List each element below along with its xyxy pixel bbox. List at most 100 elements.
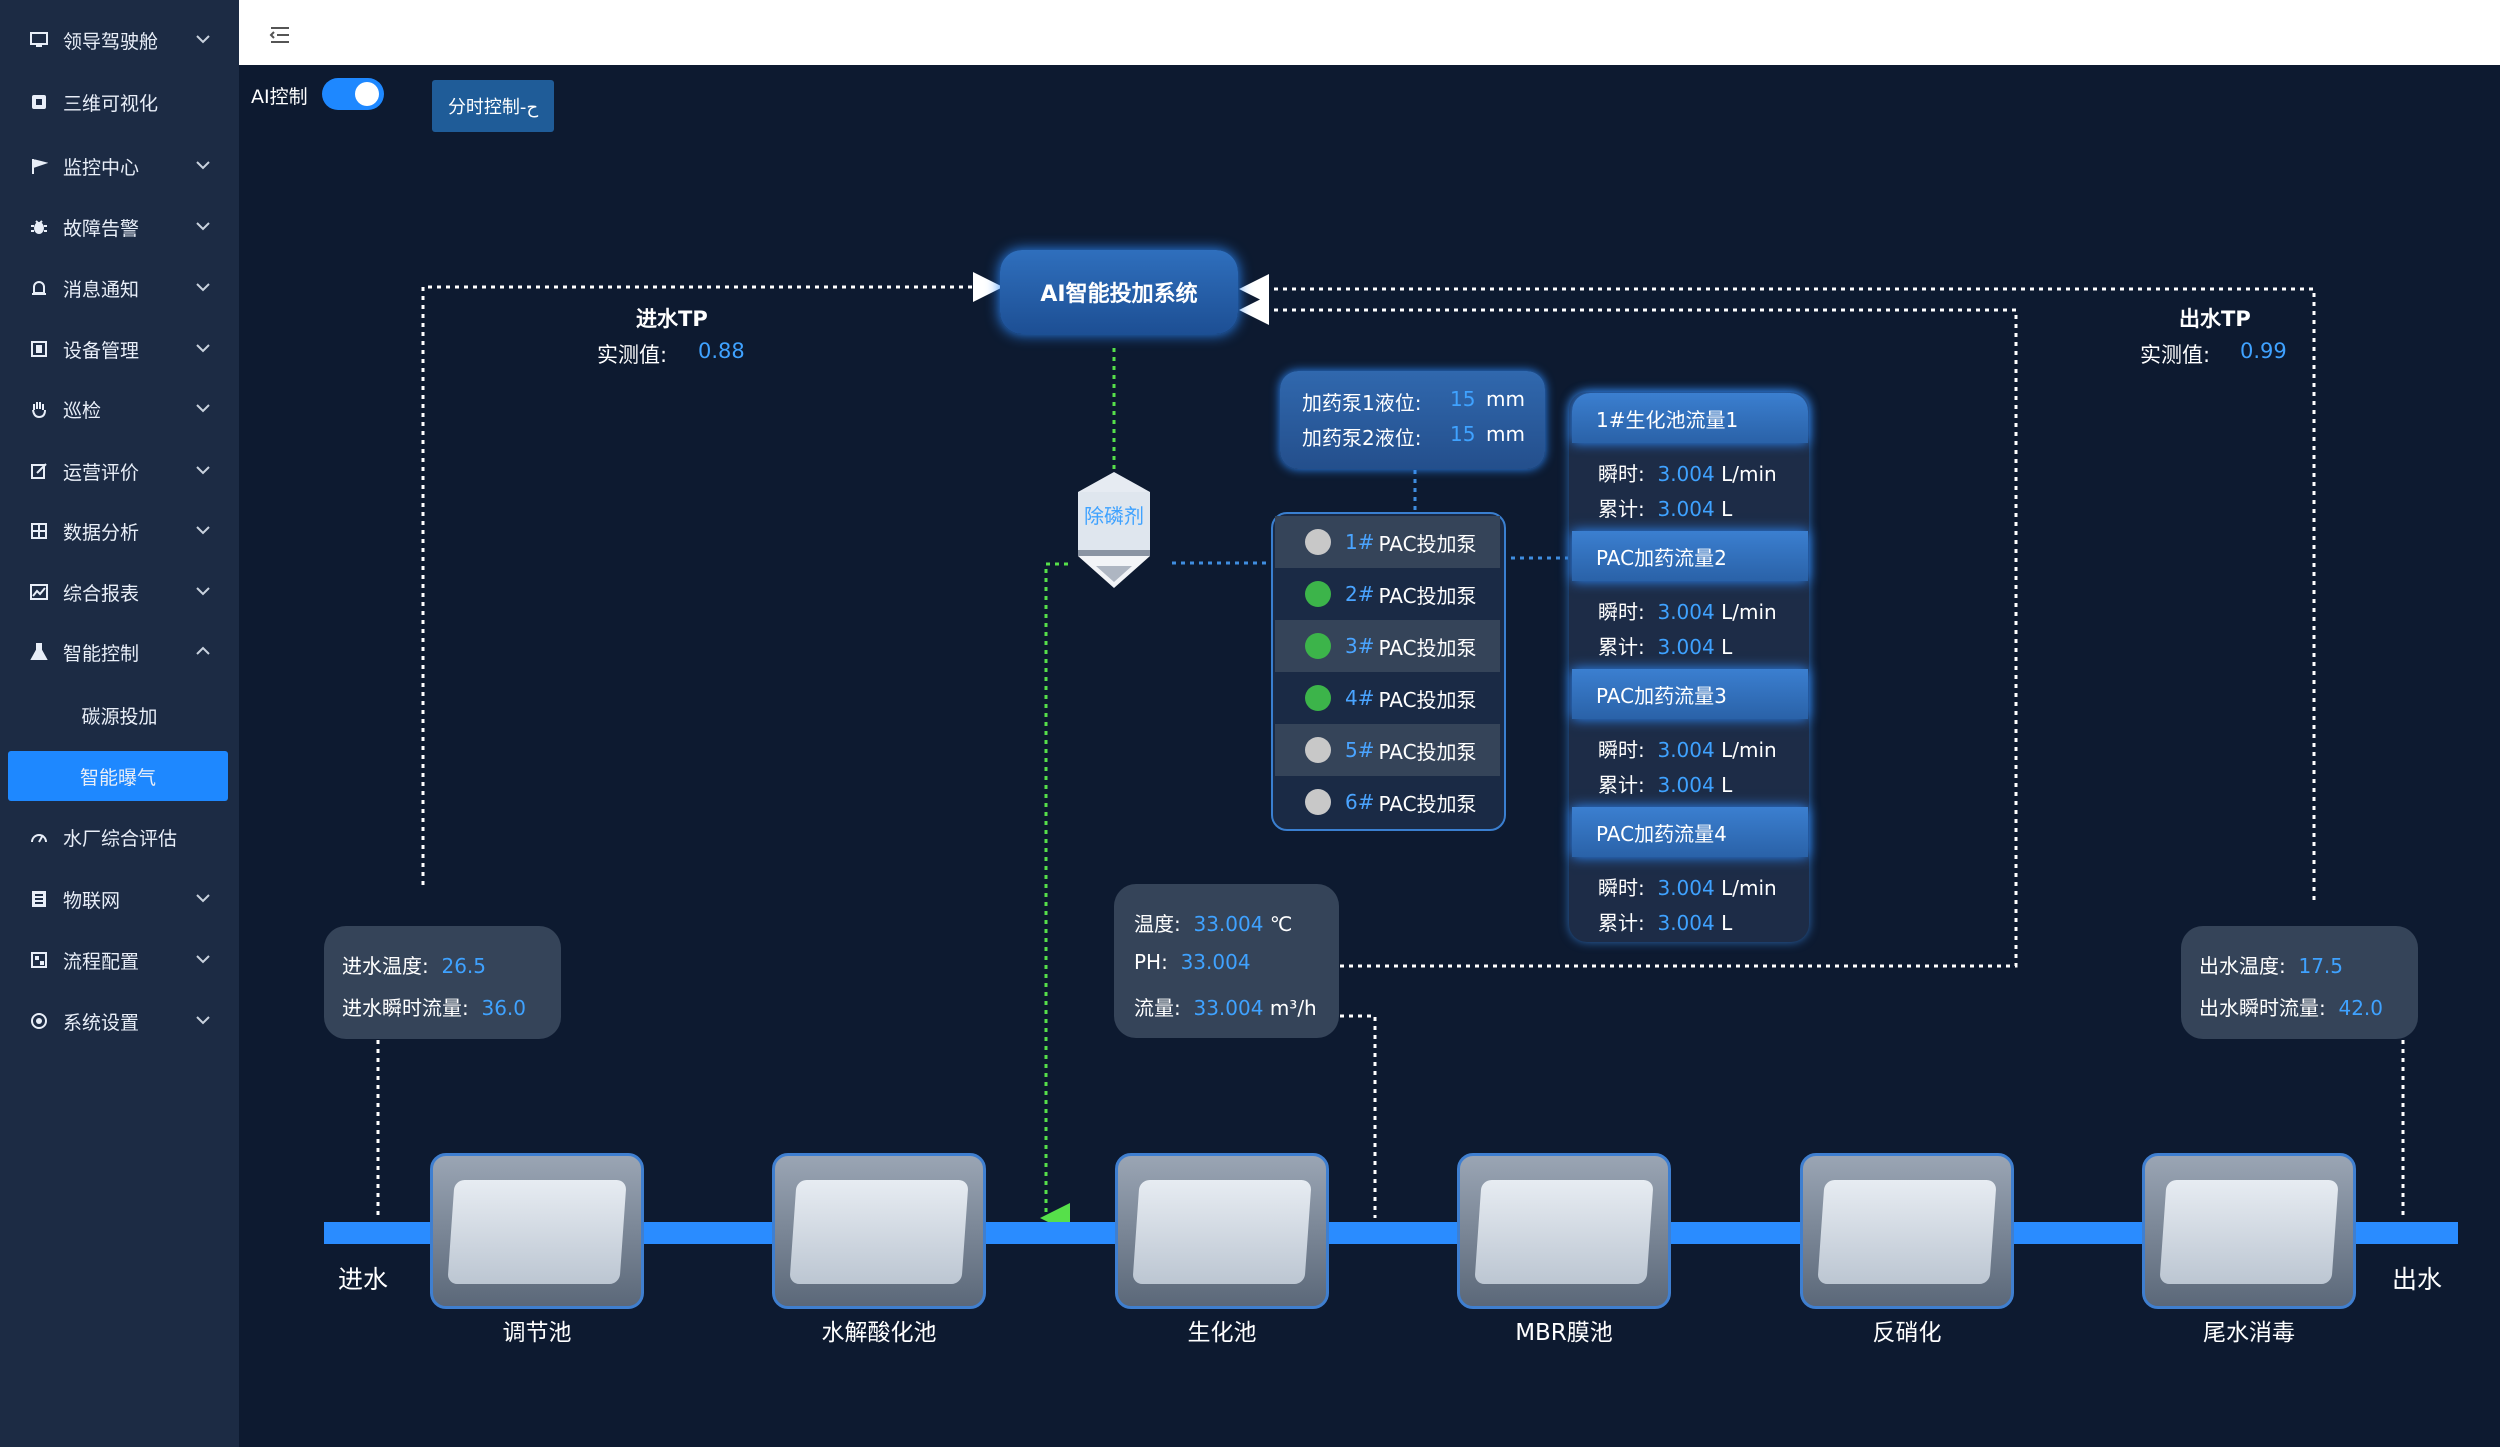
status-dot (1305, 529, 1331, 555)
flow-2-inst: 瞬时: 3.004 L/min (1598, 600, 1777, 624)
process-label-1: 调节池 (502, 1320, 572, 1346)
bio-ph: PH: 33.004 (1134, 950, 1251, 974)
status-dot (1305, 737, 1331, 763)
bio-params-card: 温度: 33.004 ℃ PH: 33.004 流量: 33.004 m³/h (1114, 884, 1339, 1038)
sidebar-item-label: 综合报表 (63, 582, 140, 605)
menu-fold-icon[interactable] (269, 26, 291, 44)
ai-control-toggle[interactable] (322, 78, 384, 110)
facility-image (447, 1180, 627, 1284)
sidebar-item-3d[interactable]: 三维可视化 (0, 77, 239, 127)
pump-label: PAC投加泵 (1378, 531, 1477, 556)
chevron-down-icon (196, 344, 210, 353)
facility-image (1474, 1180, 1654, 1284)
flow-header-1: 1#生化池流量1 (1572, 393, 1808, 443)
sidebar-item-label: 监控中心 (63, 156, 140, 179)
process-label-5: 反硝化 (1872, 1320, 1942, 1346)
status-dot (1305, 633, 1331, 659)
pump-label: PAC投加泵 (1378, 687, 1477, 712)
process-unit-4[interactable] (1457, 1153, 1671, 1309)
flow-title: PAC加药流量3 (1596, 683, 1727, 708)
flow-4-inst: 瞬时: 3.004 L/min (1598, 876, 1777, 900)
process-unit-1[interactable] (430, 1153, 644, 1309)
chevron-down-icon (196, 404, 210, 413)
sidebar-item-cockpit[interactable]: 领导驾驶舱 (0, 15, 239, 65)
sidebar-subitem-carbon[interactable]: 碳源投加 (81, 705, 158, 728)
pump-label: PAC投加泵 (1378, 635, 1477, 660)
dephosphorization-tank[interactable]: 除磷剂 (1074, 470, 1154, 588)
pump-number: 6# (1345, 790, 1375, 814)
flow-header-3: PAC加药流量3 (1572, 669, 1808, 719)
sidebar-item-smart-control[interactable]: 智能控制 (0, 627, 239, 677)
inlet-temp: 进水温度: 26.5 (342, 954, 486, 978)
sidebar-item-alarm[interactable]: 故障告警 (0, 202, 239, 252)
process-unit-6[interactable] (2142, 1153, 2356, 1309)
sidebar-item-assessment[interactable]: 水厂综合评估 (0, 812, 239, 862)
facility-image (1132, 1180, 1312, 1284)
bug-icon (29, 217, 49, 237)
process-label-2: 水解酸化池 (821, 1320, 937, 1346)
chevron-up-icon (196, 646, 210, 655)
sidebar-item-monitor[interactable]: 监控中心 (0, 141, 239, 191)
pac-pump-5[interactable]: 5#PAC投加泵 (1275, 724, 1500, 776)
sidebar-item-label: 物联网 (63, 889, 121, 912)
sidebar-item-label: 水厂综合评估 (63, 827, 178, 850)
toggle-knob (355, 82, 379, 106)
outlet-flow: 出水瞬时流量: 42.0 (2199, 996, 2383, 1020)
inlet-tp-label: 实测值: (597, 343, 668, 367)
pump2-level-label: 加药泵2液位: (1302, 426, 1422, 450)
chevron-down-icon (196, 222, 210, 231)
chevron-down-icon (196, 1016, 210, 1025)
sidebar-item-inspection[interactable]: 巡检 (0, 384, 239, 434)
cube-icon (29, 92, 49, 112)
process-label-3: 生化池 (1187, 1320, 1257, 1346)
outlet-temp: 出水温度: 17.5 (2199, 954, 2343, 978)
pac-pump-6[interactable]: 6#PAC投加泵 (1275, 776, 1500, 828)
sidebar-item-device[interactable]: 设备管理 (0, 324, 239, 374)
facility-image (789, 1180, 969, 1284)
ai-control-label: AI控制 (251, 86, 308, 108)
flow-title: PAC加药流量4 (1596, 821, 1727, 846)
list-icon (29, 889, 49, 909)
sidebar-item-settings[interactable]: 系统设置 (0, 996, 239, 1046)
outlet-tp-value: 0.99 (2240, 339, 2287, 363)
top-bar (239, 0, 2500, 65)
pump-label: PAC投加泵 (1378, 739, 1477, 764)
sidebar-item-evaluation[interactable]: 运营评价 (0, 446, 239, 496)
sidebar-item-label: 三维可视化 (63, 92, 159, 115)
facility-image (2159, 1180, 2339, 1284)
sidebar-item-notice[interactable]: 消息通知 (0, 263, 239, 313)
process-label-6: 尾水消毒 (2203, 1320, 2295, 1346)
bio-flow: 流量: 33.004 m³/h (1134, 996, 1317, 1020)
sidebar-item-label: 领导驾驶舱 (63, 30, 159, 53)
chart-icon (29, 582, 49, 602)
chevron-down-icon (196, 587, 210, 596)
process-label-4: MBR膜池 (1515, 1320, 1613, 1346)
sidebar-item-report[interactable]: 综合报表 (0, 567, 239, 617)
sidebar-item-label: 故障告警 (63, 217, 140, 240)
process-unit-5[interactable] (1800, 1153, 2014, 1309)
outlet-tp-title: 出水TP (2179, 307, 2251, 331)
time-control-button[interactable]: 分时控制-ح (432, 80, 554, 132)
sidebar-item-flow-config[interactable]: 流程配置 (0, 935, 239, 985)
sidebar-item-analysis[interactable]: 数据分析 (0, 506, 239, 556)
flow-1-total: 累计: 3.004 L (1598, 497, 1733, 521)
pac-pump-2[interactable]: 2#PAC投加泵 (1275, 568, 1500, 620)
sidebar-item-iot[interactable]: 物联网 (0, 874, 239, 924)
inlet-tp-value: 0.88 (698, 339, 745, 363)
pac-pump-3[interactable]: 3#PAC投加泵 (1275, 620, 1500, 672)
flow-3-inst: 瞬时: 3.004 L/min (1598, 738, 1777, 762)
chevron-down-icon (196, 161, 210, 170)
pac-pump-4[interactable]: 4#PAC投加泵 (1275, 672, 1500, 724)
outlet-tp-label: 实测值: (2140, 343, 2211, 367)
status-dot (1305, 581, 1331, 607)
sidebar-subitem-aeration[interactable]: 智能曝气 (8, 751, 228, 801)
pac-pump-1[interactable]: 1#PAC投加泵 (1275, 516, 1500, 568)
ai-dosing-system-box[interactable]: AI智能投加系统 (1000, 250, 1238, 334)
flow-3-total: 累计: 3.004 L (1598, 773, 1733, 797)
process-unit-3[interactable] (1115, 1153, 1329, 1309)
data-icon (29, 521, 49, 541)
sidebar-item-label: 设备管理 (63, 339, 140, 362)
pump-level-card: 加药泵1液位: 15 mm 加药泵2液位: 15 mm (1280, 371, 1545, 469)
process-unit-2[interactable] (772, 1153, 986, 1309)
status-dot (1305, 789, 1331, 815)
